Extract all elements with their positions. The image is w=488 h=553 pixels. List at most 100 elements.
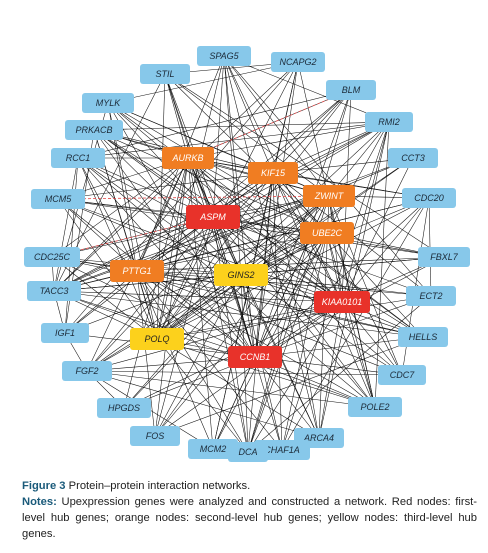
node-box-ncapg2: [271, 52, 325, 72]
node-label-cdc7: CDC7: [390, 370, 415, 380]
edge-PTTG1-ECT2: [136, 270, 432, 297]
node-box-spag5: [197, 46, 251, 66]
edge-PTTG1-RCC1: [77, 157, 138, 272]
node-cdc25c: CDC25C: [24, 247, 80, 267]
node-box-hells: [398, 327, 448, 347]
node-label-arca4: ARCA4: [303, 433, 334, 443]
edge-KIAA0101-CDC25C: [51, 256, 343, 303]
node-ncapg2: NCAPG2: [271, 52, 325, 72]
edge-highlight-MCM5-ZWINT: [57, 195, 330, 200]
figure-title: Protein–protein interaction networks.: [68, 480, 251, 492]
node-ect2: ECT2: [406, 286, 456, 306]
edge-AURKB-FOS: [154, 157, 189, 437]
edge-PTTG1-FOS: [136, 270, 156, 437]
edge-UBE2C-POLE2: [326, 232, 376, 408]
edge-POLQ-MYLK: [107, 102, 158, 340]
node-aurkb: AURKB: [162, 147, 214, 169]
node-box-aurkb: [162, 147, 214, 169]
node-label-igf1: IGF1: [55, 328, 75, 338]
node-label-mcm5: MCM5: [45, 194, 72, 204]
edge-UBE2C-PRKACB: [93, 129, 328, 234]
edge-UBE2C-STIL: [164, 73, 328, 234]
node-label-mylk: MYLK: [96, 98, 122, 108]
node-mylk: MYLK: [82, 93, 134, 113]
edge-DCA-BLM: [247, 89, 352, 453]
node-box-polq: [130, 328, 184, 350]
edge-POLE2-POLQ: [156, 338, 376, 408]
edge-ASPM-PRKACB: [93, 129, 214, 218]
node-box-ube2c: [300, 222, 354, 244]
edge-POLQ-RCC1: [77, 157, 158, 340]
edge-NCAPG2-IGF1: [64, 61, 299, 334]
edge-UBE2C-DCA: [247, 232, 328, 453]
node-hells: HELLS: [398, 327, 448, 347]
node-label-fbxl7: FBXL7: [430, 252, 459, 262]
edge-KIAA0101-POLQ: [156, 301, 343, 340]
edge-RMI2-POLE2: [374, 121, 390, 408]
node-cdc7: CDC7: [378, 365, 426, 385]
edge-PRKACB-HELLS: [93, 129, 424, 338]
node-label-polq: POLQ: [144, 334, 169, 344]
edge-RMI2-CHAF1A: [281, 121, 390, 451]
edge-ASPM-FGF2: [86, 216, 214, 372]
node-fos: FOS: [130, 426, 180, 446]
edge-KIAA0101-TACC3: [53, 290, 343, 303]
node-label-stil: STIL: [155, 69, 174, 79]
edge-highlight-AURKB-BLM: [187, 89, 352, 159]
node-box-kif15: [248, 162, 298, 184]
node-box-gins2: [214, 264, 268, 286]
edge-CCNB1-TACC3: [53, 290, 256, 358]
edge-KIAA0101-FOS: [154, 301, 343, 437]
edge-MYLK-NCAPG2: [107, 61, 299, 104]
edge-CCNB1-MCM2: [212, 356, 256, 450]
edge-KIAA0101-CDC7: [341, 301, 403, 376]
edge-CCNB1-FGF2: [86, 356, 256, 372]
edge-KIAA0101-MCM5: [57, 198, 343, 303]
node-rcc1: RCC1: [51, 148, 105, 168]
node-box-mcm2: [188, 439, 238, 459]
node-label-blm: BLM: [342, 85, 361, 95]
node-label-rcc1: RCC1: [66, 153, 91, 163]
edge-KIF15-BLM: [272, 89, 352, 174]
figure-caption: Figure 3 Protein–protein interaction net…: [22, 478, 477, 542]
node-box-rcc1: [51, 148, 105, 168]
edge-GINS2-SPAG5: [223, 55, 242, 276]
edge-GINS2-FOS: [154, 274, 242, 437]
edge-GINS2-FBXL7: [240, 256, 445, 276]
node-hpgds: HPGDS: [97, 398, 151, 418]
node-box-pole2: [348, 397, 402, 417]
edge-FGF2-CDC7: [86, 370, 403, 376]
edge-ASPM-STIL: [164, 73, 214, 218]
node-stil: STIL: [140, 64, 190, 84]
node-box-rmi2: [365, 112, 413, 132]
notes-label: Notes:: [22, 496, 57, 508]
node-box-cdc25c: [24, 247, 80, 267]
node-label-gins2: GINS2: [227, 270, 254, 280]
figure-label: Figure 3: [22, 480, 66, 492]
edge-NCAPG2-TACC3: [53, 61, 299, 292]
node-label-tacc3: TACC3: [40, 286, 69, 296]
node-label-ccnb1: CCNB1: [240, 352, 271, 362]
edge-STIL-FBXL7: [164, 73, 445, 258]
edge-TACC3-HELLS: [53, 290, 424, 338]
edge-MCM2-NCAPG2: [212, 61, 299, 450]
edge-CCNB1-RCC1: [77, 157, 256, 358]
edge-PTTG1-HELLS: [136, 270, 424, 338]
edge-AURKB-CDC25C: [51, 157, 189, 258]
edge-KIAA0101-CDC20: [341, 197, 430, 303]
node-zwint: ZWINT: [303, 185, 355, 207]
edge-ZWINT-RMI2: [328, 121, 390, 197]
edge-ASPM-POLE2: [212, 216, 376, 408]
edge-PTTG1-FBXL7: [136, 256, 445, 272]
node-label-pttg1: PTTG1: [122, 266, 151, 276]
node-box-mylk: [82, 93, 134, 113]
node-box-ect2: [406, 286, 456, 306]
edge-GINS2-ZWINT: [240, 195, 330, 276]
node-label-pole2: POLE2: [360, 402, 389, 412]
edge-KIF15-TACC3: [53, 172, 274, 292]
edge-ASPM-FOS: [154, 216, 214, 437]
node-box-prkacb: [65, 120, 123, 140]
edge-POLQ-ECT2: [156, 295, 432, 340]
edge-PTTG1-CDC7: [136, 270, 403, 376]
